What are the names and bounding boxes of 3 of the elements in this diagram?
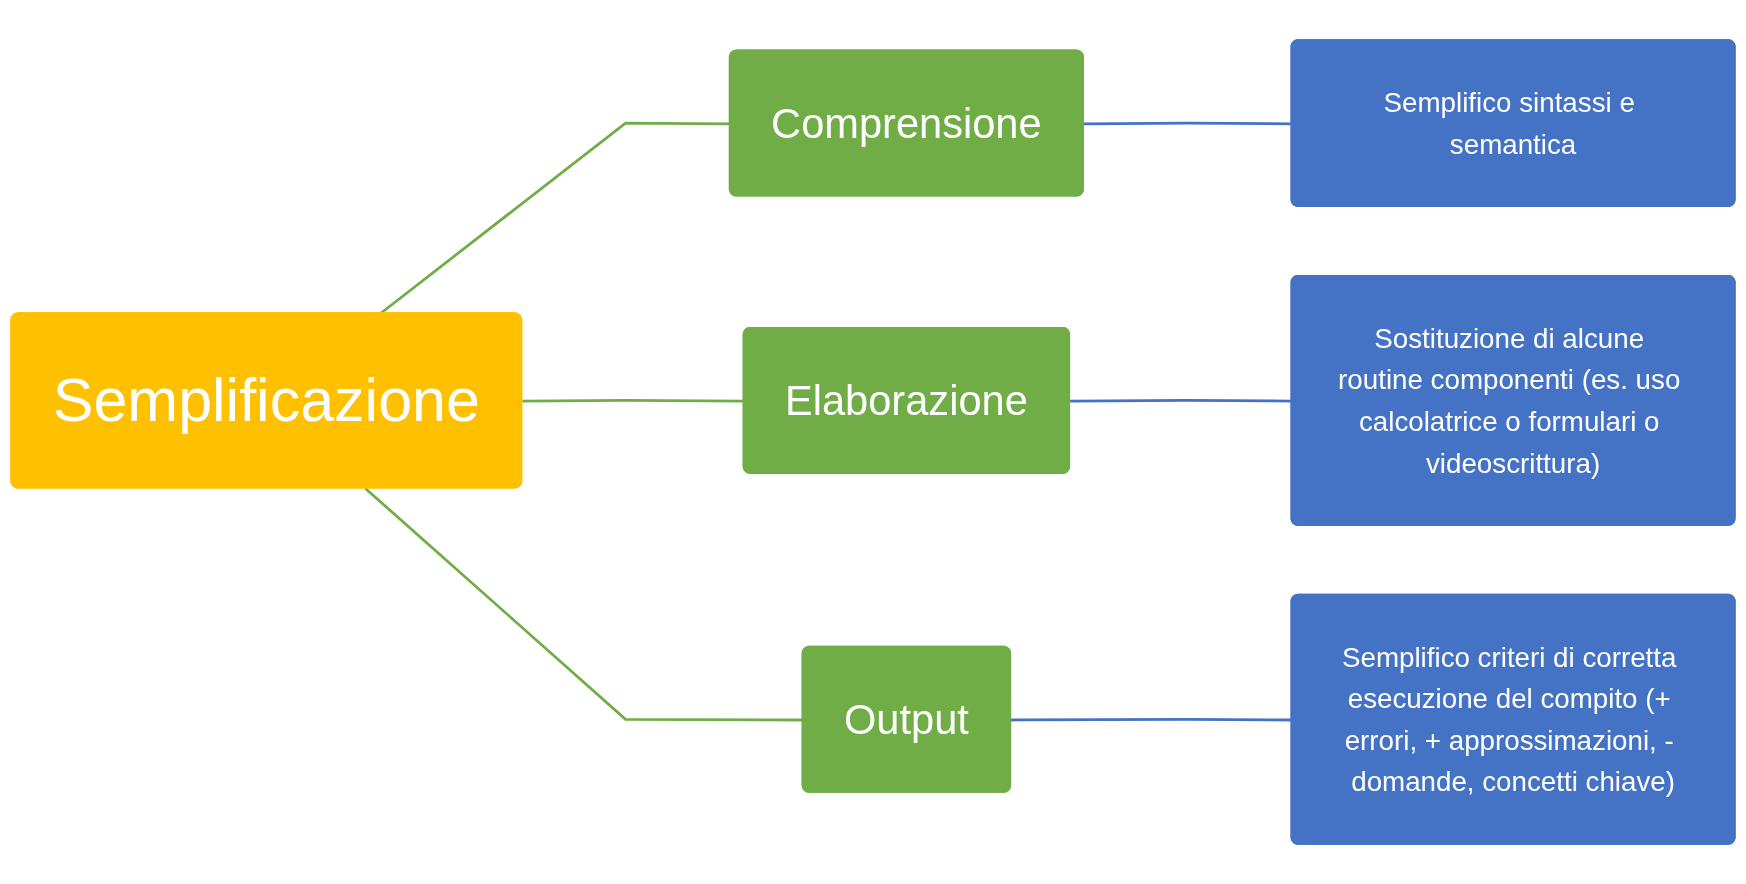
connector bbox=[1011, 717, 1292, 722]
connector bbox=[1083, 121, 1292, 126]
connector bbox=[1070, 399, 1292, 403]
